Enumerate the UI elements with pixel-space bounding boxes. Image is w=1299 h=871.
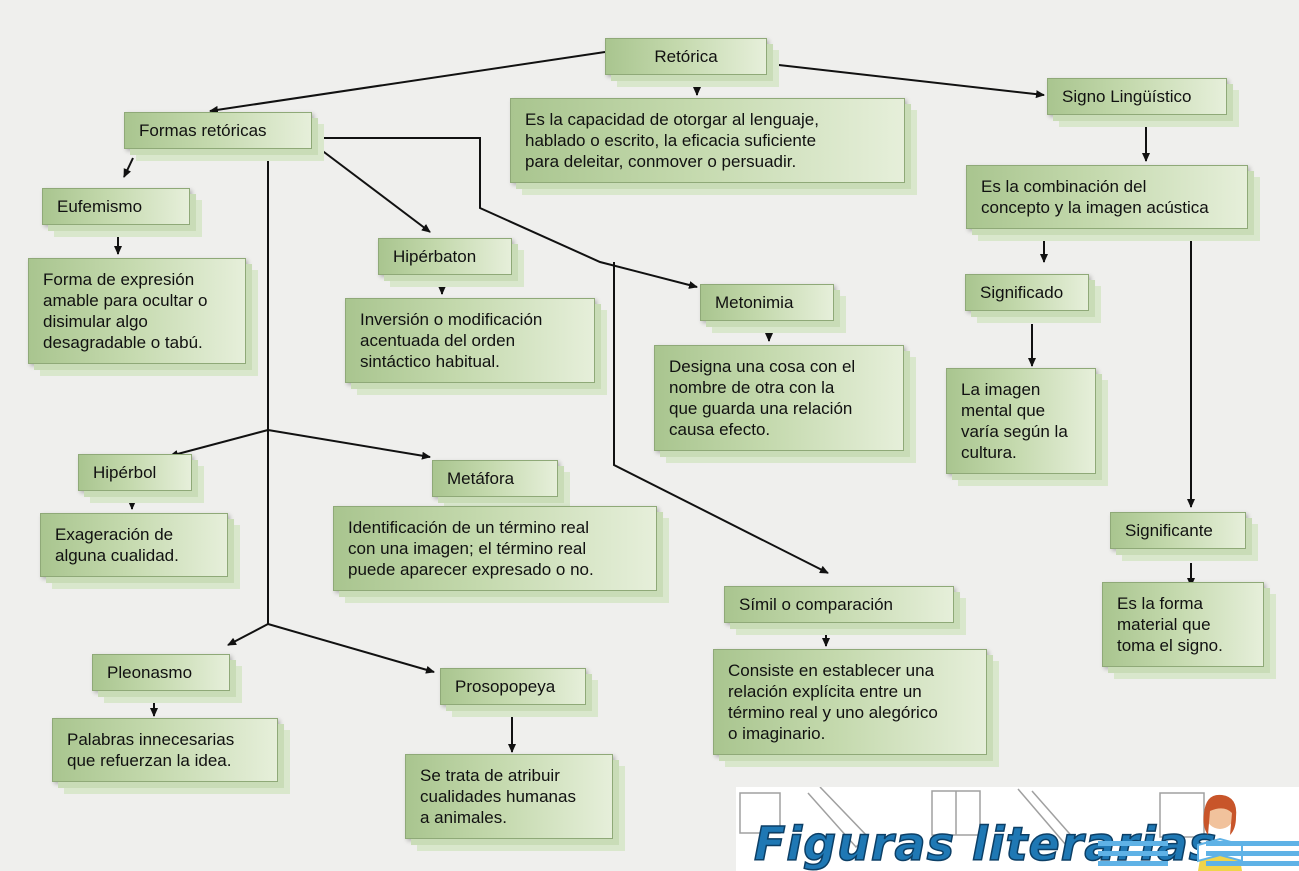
- node-metafora-definition: Identificación de un término real con una…: [333, 506, 657, 591]
- text-line: toma el signo.: [1117, 636, 1223, 655]
- node-simil: Símil o comparación: [724, 586, 954, 623]
- text-line: a animales.: [420, 808, 507, 827]
- text-line: causa efecto.: [669, 420, 771, 439]
- node-significado-definition: La imagen mental que varía según la cultura…: [946, 368, 1096, 474]
- text-line: para deleitar, conmover o persuadir.: [525, 152, 797, 171]
- node-eufemismo-definition: Forma de expresión amable para ocultar o d…: [28, 258, 246, 364]
- text-line: Es la combinación del: [981, 177, 1147, 196]
- text-line: amable para ocultar o: [43, 291, 208, 310]
- text-line: con una imagen; el término real: [348, 539, 587, 558]
- node-eufemismo: Eufemismo: [42, 188, 190, 225]
- node-significado: Significado: [965, 274, 1089, 311]
- node-formas-retoricas: Formas retóricas: [124, 112, 312, 149]
- text-line: acentuada del orden: [360, 331, 516, 350]
- edge-formas-simil: [613, 262, 829, 574]
- text-line: Exageración de: [55, 525, 174, 544]
- node-hiperbaton: Hipérbaton: [378, 238, 512, 275]
- text-line: relación explícita entre un: [728, 682, 922, 701]
- text-line: Es la forma: [1117, 594, 1203, 613]
- text-line: Es la capacidad de otorgar al lenguaje,: [525, 110, 819, 129]
- node-significante-definition: Es la forma material que toma el signo.: [1102, 582, 1264, 667]
- edge-retorica-signo: [769, 63, 1045, 99]
- node-retorica: Retórica: [605, 38, 767, 75]
- node-signo-definition: Es la combinación del concepto y la image…: [966, 165, 1248, 229]
- node-hiperbol: Hipérbol: [78, 454, 192, 491]
- node-hiperbaton-definition: Inversión o modificación acentuada del or…: [345, 298, 595, 383]
- text-line: varía según la: [961, 422, 1068, 441]
- banner-stripes-left: [1098, 841, 1168, 871]
- text-line: que refuerzan la idea.: [67, 751, 232, 770]
- edge-trunk-pleonasmo: [227, 623, 269, 646]
- text-line: que guarda una relación: [669, 399, 853, 418]
- node-retorica-definition: Es la capacidad de otorgar al lenguaje, h…: [510, 98, 905, 183]
- text-line: Inversión o modificación: [360, 310, 543, 329]
- edge-trunk-prosopopeya: [267, 623, 435, 674]
- node-metafora: Metáfora: [432, 460, 558, 497]
- node-signo-linguistico: Signo Lingüístico: [1047, 78, 1227, 115]
- text-line: cualidades humanas: [420, 787, 576, 806]
- banner-stripes-right: [1206, 841, 1299, 871]
- text-line: disimular algo: [43, 312, 148, 331]
- edge-trunk-metafora: [267, 429, 431, 460]
- edge-formas-eufemismo: [123, 157, 134, 178]
- node-prosopopeya-definition: Se trata de atribuir cualidades humanas a …: [405, 754, 613, 839]
- text-line: Consiste en establecer una: [728, 661, 935, 680]
- text-line: Palabras innecesarias: [67, 730, 235, 749]
- node-simil-definition: Consiste en establecer una relación explí…: [713, 649, 987, 755]
- node-metonimia-definition: Designa una cosa con el nombre de otra co…: [654, 345, 904, 451]
- node-metonimia: Metonimia: [700, 284, 834, 321]
- edge-formas-metonimia: [312, 137, 698, 289]
- text-line: nombre de otra con la: [669, 378, 835, 397]
- text-line: mental que: [961, 401, 1046, 420]
- text-line: alguna cualidad.: [55, 546, 179, 565]
- text-line: hablado o escrito, la eficacia suficient…: [525, 131, 817, 150]
- node-pleonasmo-definition: Palabras innecesarias que refuerzan la id…: [52, 718, 278, 782]
- text-line: cultura.: [961, 443, 1017, 462]
- text-line: Forma de expresión: [43, 270, 195, 289]
- text-line: Designa una cosa con el: [669, 357, 856, 376]
- book-doodles-icon: [739, 787, 1205, 849]
- text-line: o imaginario.: [728, 724, 826, 743]
- text-line: Se trata de atribuir: [420, 766, 560, 785]
- edge-formas-hiperbaton: [311, 142, 431, 233]
- node-hiperbol-definition: Exageración de alguna cualidad.: [40, 513, 228, 577]
- edge-retorica-formas: [209, 51, 606, 114]
- node-significante: Significante: [1110, 512, 1246, 549]
- text-line: concepto y la imagen acústica: [981, 198, 1209, 217]
- figuras-literarias-banner: Figuras literarias: [736, 787, 1299, 871]
- text-line: desagradable o tabú.: [43, 333, 203, 352]
- text-line: material que: [1117, 615, 1211, 634]
- text-line: puede aparecer expresado o no.: [348, 560, 594, 579]
- node-pleonasmo: Pleonasmo: [92, 654, 230, 691]
- node-prosopopeya: Prosopopeya: [440, 668, 586, 705]
- text-line: término real y uno alegórico: [728, 703, 938, 722]
- edge-trunk-hiperbol: [169, 429, 269, 458]
- text-line: sintáctico habitual.: [360, 352, 500, 371]
- text-line: Identificación de un término real: [348, 518, 589, 537]
- text-line: La imagen: [961, 380, 1041, 399]
